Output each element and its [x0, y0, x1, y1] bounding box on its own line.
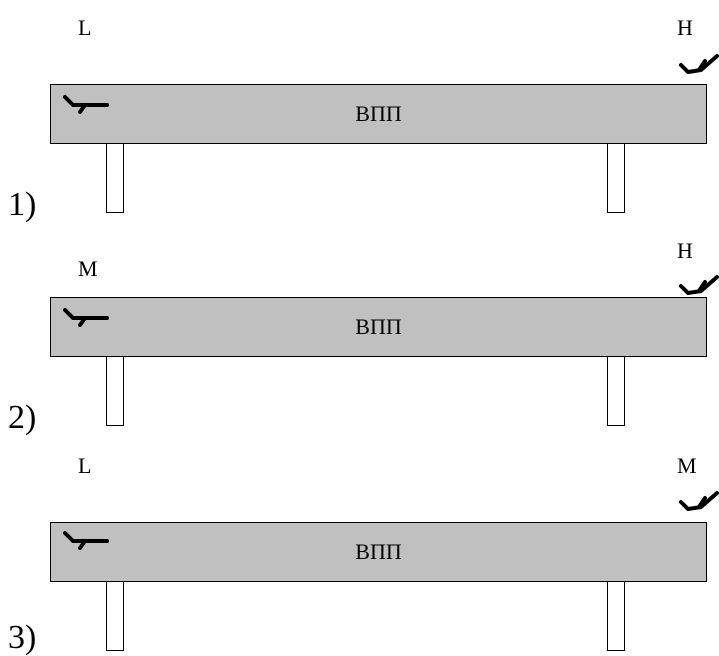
taxiway-right [607, 356, 625, 426]
left-aircraft-category: L [78, 15, 92, 40]
left-aircraft-category: M [78, 256, 98, 281]
taxiway-left [106, 356, 124, 426]
arrival-plane-icon [63, 308, 109, 327]
taxiway-right [607, 581, 625, 651]
runway: ВПП [50, 522, 707, 582]
right-aircraft-category: M [677, 453, 697, 478]
runway: ВПП [50, 84, 707, 144]
runway: ВПП [50, 297, 707, 357]
runway-label: ВПП [355, 101, 402, 126]
scenario-1: L H ВПП 1) [0, 0, 719, 222]
scenario-number: 1) [8, 186, 37, 223]
departure-plane-icon [679, 54, 719, 74]
departure-plane-icon [679, 491, 719, 511]
scenario-3: L M ВПП 3) [0, 430, 719, 655]
taxiway-left [106, 143, 124, 213]
scenario-number: 3) [8, 619, 37, 656]
runway-label: ВПП [355, 539, 402, 564]
scenario-number: 2) [8, 399, 37, 436]
runway-label: ВПП [355, 314, 402, 339]
taxiway-left [106, 581, 124, 651]
scenario-2: M H ВПП 2) [0, 215, 719, 435]
left-aircraft-category: L [78, 453, 92, 478]
taxiway-right [607, 143, 625, 213]
arrival-plane-icon [63, 95, 109, 114]
departure-plane-icon [679, 275, 719, 295]
right-aircraft-category: H [677, 15, 693, 40]
arrival-plane-icon [63, 531, 109, 550]
right-aircraft-category: H [677, 238, 693, 263]
